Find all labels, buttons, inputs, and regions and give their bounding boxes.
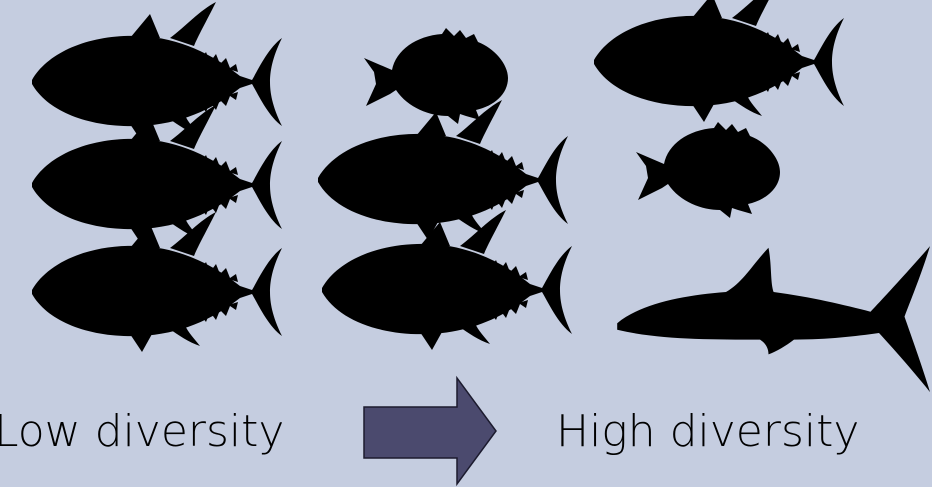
shark-silhouette-icon: [617, 246, 930, 392]
tuna-silhouette-icon: [32, 212, 282, 352]
tuna-silhouette-icon: [594, 0, 844, 122]
grouper-silhouette-icon: [364, 28, 508, 124]
tuna-silhouette-icon: [322, 210, 572, 350]
grouper-silhouette-icon: [636, 122, 780, 218]
tuna-silhouette-icon: [318, 100, 568, 240]
tuna-silhouette-icon: [32, 105, 282, 245]
high-diversity-label: High diversity: [556, 402, 859, 462]
high-diversity-group: [594, 0, 930, 392]
low-diversity-group: [32, 2, 282, 352]
middle-group: [318, 28, 572, 350]
low-diversity-label: Low diversity: [0, 402, 284, 462]
right-arrow-icon: [364, 378, 496, 484]
tuna-silhouette-icon: [32, 2, 282, 142]
